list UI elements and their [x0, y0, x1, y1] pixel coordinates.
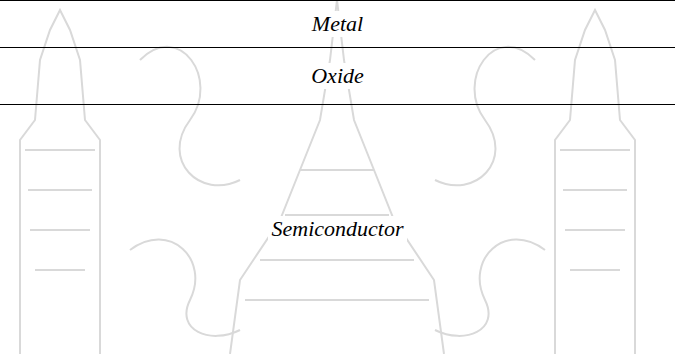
layer-label: Semiconductor: [268, 216, 408, 242]
layer-label: Oxide: [307, 63, 368, 89]
layer-band: Oxide: [0, 47, 675, 104]
layer-band: Metal: [0, 0, 675, 47]
layer-label: Metal: [308, 11, 367, 37]
layer-band: Semiconductor: [0, 104, 675, 354]
